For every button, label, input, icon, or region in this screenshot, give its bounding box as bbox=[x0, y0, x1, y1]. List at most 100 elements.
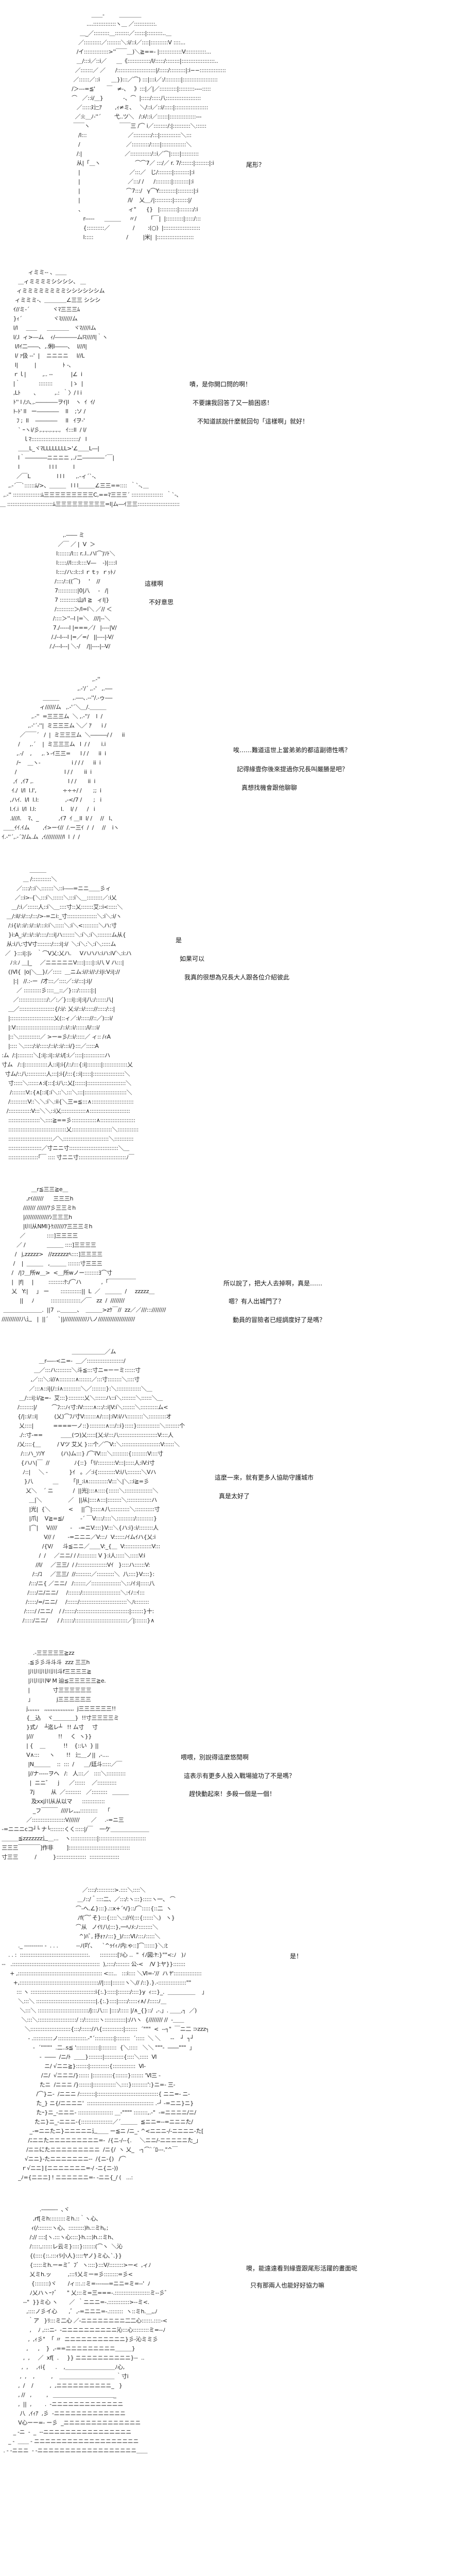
art-line: ＿ィミミミミシシシシ、 ＿ bbox=[0, 278, 86, 285]
art-line: }ｨ´ ヾﾏ//////ム bbox=[0, 315, 78, 322]
art-line: /::::/ニ/ニニ/ /:::::::/:::::::::::::::::::… bbox=[9, 1589, 145, 1596]
art-line: + ,:::::::::::::::::::::::::::::::::::::… bbox=[0, 1970, 202, 1977]
ascii-art-figure: .-三三三三三≧zz .≦彡彡斗斗斗 zzz 三三h |川川川川川斗f三三三三≧… bbox=[0, 1649, 149, 1862]
art-line: /./---l---| ＼-/ /||----|--V/ bbox=[46, 643, 110, 650]
dialogue-line: 這表示有更多人投入戰場搶功了不是嗎？ bbox=[184, 1772, 296, 1780]
art-line: ,rｲ////// 三三三h bbox=[0, 1195, 74, 1202]
art-line: 从|「＿ヽ ⌒⌒7／ :::/／ r. 7/:::::::|::::::::|:… bbox=[62, 160, 214, 166]
art-line: ／:i:＿ﾉ-''´ 弋..ツ＼ /:ﾒ/::i／::::::|::::::::… bbox=[62, 113, 202, 120]
art-line: || ﾉ :::::::::::::::::／￣ zz / //////// bbox=[0, 1297, 125, 1304]
art-line: 、 ィ" {} |::::::::::|::::::::/:i bbox=[62, 206, 198, 213]
dialogue-line: 不知道該說什麼就回句「這樣啊」就好！ bbox=[197, 418, 309, 425]
panel: ,.-'' ,.-'/´ ,.-' ,.-― ＿＿＿ ,.―-､.--''/.-… bbox=[0, 675, 467, 845]
art-line: ,／:::＼:i//∧:::::::::∧:::::::／:::寸:::::::… bbox=[9, 1376, 140, 1383]
ascii-art-figure: ＿＿＿＿＿＿／ム ＿r―--<ニ=- ＿／:::::::::::::::::::… bbox=[9, 1347, 185, 1625]
art-line: .-三三三三三≧zz bbox=[0, 1650, 75, 1656]
art-line: , / / , ,ニニニニニニニニニニ_ } bbox=[0, 2382, 123, 2389]
art-line: /l::: ／::::::::::/:::|::::::::::::＼::: bbox=[62, 132, 192, 139]
art-line: ＿＿＿＿＿＿／ム bbox=[9, 1348, 116, 1355]
art-line: |光| {＼ < ||⌒|:::::∧八:::::::::::＼::::::::… bbox=[9, 1506, 160, 1513]
art-line: 乂::::| ====一ノ::}:::::::::∧:::/::i}:::::}… bbox=[9, 1422, 185, 1429]
art-line: - .:::::::::::ノ::::::::::::::::.-"´:::::… bbox=[0, 2035, 194, 2042]
art-line: ｲ//ミ-´ ヾﾏ三三三ﾑ bbox=[0, 306, 80, 313]
dialogue-line: 這麼一來，就有更多人協助守護城市 bbox=[215, 1474, 314, 1481]
art-line: ＼:::::::::::::::::::::::{:::/::::::/ハ{::… bbox=[0, 2026, 210, 2032]
art-line: , // , , ＿＿＿＿＿＿＿＿＿＿＿_ bbox=[0, 2392, 116, 2398]
art-line: ィミミミ-、＿＿＿＿∠三三 シシシ bbox=[0, 297, 101, 303]
art-line: {:::::ミh.ー=ミ゛ﾌﾞ ヽ::::}:::V/::::::::>ー< ,… bbox=[0, 2262, 151, 2268]
art-line: 7 ::::::::::山/l ≧ ィl|} bbox=[46, 597, 110, 603]
art-line: ／ ::::::::::彡::::＿::／}:::/:::::::|:| bbox=[0, 987, 96, 994]
art-line: . . : ::::::::::::::::::::::::::::::::::… bbox=[0, 1952, 186, 1958]
art-line: r----- ＿＿＿ 〃/ 「￣| |::::::::::|:::::/::: bbox=[62, 215, 201, 222]
art-line: / | ＿＿＿ ,＿＿＿ :::::::寸三三三 bbox=[0, 1260, 102, 1267]
panel: .-――-- ､ヾ ,rf[ミh:::::::::ミh.::｀ヽ心､ ｨ(/::… bbox=[0, 2205, 467, 2458]
art-line: ::: ヽ ::::::::::::::::::::::::::::::::::… bbox=[0, 1989, 207, 1995]
art-line: /::::::::V::{∧[::i[:i＼::＼:::＼:::|:::::::… bbox=[0, 1089, 132, 1096]
art-line: ._ ---------- - . . . --ﾉ(吖、 `^ｩｲｨﾉ内:ゃ::… bbox=[0, 1942, 168, 1949]
art-line: ＿＿- ＿＿＿＿ bbox=[62, 11, 142, 18]
art-line: l::::/ハ::l:::l ｒｔｯ ｒｯﾄﾉ bbox=[46, 569, 116, 575]
art-line: ／￣L l l l ,.-ィ´`-､ bbox=[0, 473, 97, 480]
art-line: /{V/ 斗≦ニニ／＿＿V:_{＿ V::::::::::::::::V::: bbox=[9, 1543, 161, 1550]
art-line: _フ￣￣￣ ////レ,,,,:::::::::: ｢ bbox=[0, 1807, 110, 1814]
art-line: V// / -=ニニニ／V:::ﾉ V::::::ﾉｲムｲハ{乂:i bbox=[9, 1534, 156, 1540]
art-line: た_} ニ{/ニニニニ' :::::::::::::::::::::::::::… bbox=[0, 2100, 194, 2107]
art-line: /::::＞''--l |=＼ ///|--＼ bbox=[46, 615, 110, 622]
art-line: ⌒ ／::i/＿} -、⌒ |:::::/:::::八:::::::::::::… bbox=[62, 95, 201, 101]
art-line: 寸:::::＼::::::∧:i[:::[:i八::乂[::::::|:::::… bbox=[0, 1080, 131, 1087]
art-line: ｨ(/::::::::ヽ心、:::::::::)h.::ミh｡; bbox=[0, 2225, 109, 2231]
art-line: ,.-'' ::::::::::::::::ﾑ三三三三三三三三三C,==ﾏ三三三… bbox=[0, 492, 179, 498]
art-line: - ´'''''''' .二..s≦ ':::::::::::::|::::::… bbox=[0, 2044, 195, 2051]
art-line: 乂ミh.ッ ,:::ﾘ乂ミー=彡::::::::=彡< bbox=[0, 2271, 133, 2278]
art-line: ＿/:::i／::i／ ＿《:::::::::::::/l/:::::/::::… bbox=[62, 58, 218, 64]
art-line: ／ }:::i|:|ﾚ ｀⌒V乂:乂ハ. Vハハハ:iハ:iV＼:i:ハ bbox=[0, 950, 132, 957]
art-line: /::::::::::V::＼＼:i＼:ii{＼三=≦:::∧:::::::::… bbox=[0, 1098, 134, 1105]
art-line: ＿/:i／::::::人::i＼＿::::寸::乂:::::::艾::i<:::… bbox=[0, 904, 123, 910]
art-line: l| | ﾄ -､ bbox=[0, 362, 72, 368]
art-line: ,::::ノ彡イ心 ,ﾞ ,-=ニニニ=-.:::::::: ヽ::ミh.＿,,… bbox=[0, 2308, 158, 2315]
dialogue-line: 只有那兩人也能好好協力嘛 bbox=[250, 2282, 325, 2289]
art-line: l/lｲ二――､ ,.俐l――-､ l///l| bbox=[0, 343, 87, 350]
art-line: l｀――――ニニニニ ,.ﾉ二――――´￣| bbox=[0, 454, 114, 461]
art-line: ....:::::::::::::ヽ＿ ／::::::::::::. bbox=[62, 21, 157, 27]
dialogue-line: 噢，能遠遠看到緣壹跟尾形活躍的畫面呢 bbox=[246, 2265, 358, 2272]
art-line: {ハハ|￣ // ﾉ{::} ｢ﾘ/::::::::::V:::|:::::人:… bbox=[9, 1460, 155, 1466]
art-line: 寸三三 / }::::::::::::::::: :::::::::::::::… bbox=[0, 1854, 119, 1860]
art-line: ()Ⅵ{ |o|＼＿}/／::::: ＿ニム:i//:i//:/:i|i:V:i… bbox=[0, 969, 120, 975]
art-line: ⌒从 ノｲﾘ八(:::},一ﾍﾉﾒ:ﾉ::::::::＼ bbox=[0, 1924, 158, 1930]
art-line: ＿＿L_ヾﾏLLLLLLLL>'∠＿＿L―| bbox=[0, 445, 99, 452]
art-line: ＿＿＿＿＿＿＿. ||7 ,.＿＿＿、 ＿＿＿>zｹ￣// zz／／///:::… bbox=[0, 1307, 166, 1313]
art-line: ＿＿＿≦zzzzzzz辶＿... ヽ:::::::::::::::|::::::… bbox=[0, 1835, 146, 1842]
art-line: /ニ/ √ニニニ/}:::::: |:::::::::::{:::::::}::… bbox=[0, 2072, 161, 2079]
art-line: _-=ニニたニ}ニニニニニ辶＿＿ ー≦ニ /ニ_- ^<ニニニ-/-ニニニニ-た… bbox=[0, 2128, 204, 2134]
art-line: ／:::::::／ ／ /::::::::::::::::::::::|/:::… bbox=[62, 67, 226, 74]
art-line: }八 ＿ ｢|l_:i∧:::::::::::V:::＼|＼::i≧=彡 bbox=[9, 1478, 149, 1485]
panel: ＿＿＿ ＿ /:::::::::::＼ ／::::/::i＼:::::::＼::… bbox=[0, 866, 467, 1164]
art-line: ＿/:il/:i/:::/:::/>-=ニi:_寸:::::::::::::::… bbox=[0, 913, 122, 920]
art-line: / /|ﾌ＿所w＿> <＿所wノー::::::::ﾖ⌒寸 bbox=[0, 1269, 112, 1276]
panel: ／::::/::::::::::>.::::＼::::＼ ＿ﾉ::/＾::::二… bbox=[0, 1886, 467, 2184]
art-line: ＿ ::::::::::::::::::::::::::ﾑ三三三三三三三三三=l… bbox=[0, 501, 180, 507]
art-line: ＿／::::::::::::::::::::{/:i/: 乂:i/::i/:::… bbox=[0, 1006, 115, 1012]
art-line: | ⌒7:::/ γ⌒Y::::::::::|:::::::::|:i bbox=[62, 188, 199, 194]
art-line: -- .::::::::::::::::::::::::::::::::::::… bbox=[0, 1961, 185, 1968]
art-line: .-――-- ､ヾ bbox=[0, 2206, 70, 2213]
art-line: _ - ＿＿ - ニニニニニニニニニニニニニニニニニニニ bbox=[0, 2438, 139, 2445]
art-line: , ﾉ ,:::ニ- -ニニニニニニニニニニ沁:::心:::::::::ミ=--… bbox=[0, 2327, 166, 2333]
art-line: ｌﾏ:::::::::::::::::::::::::::/ l bbox=[0, 436, 87, 443]
art-line: ` ｰヽi/彡,.,.,.,.,.,., ｲ:::ll / l/ bbox=[0, 427, 87, 433]
art-line: ,ｲ ,ｲ7 ,. l / / ii i bbox=[0, 778, 96, 785]
art-line: / / ／ニニ/ / /:::::::::: V }:i人:::::＼:::::… bbox=[9, 1552, 146, 1559]
ascii-art-figure: ,.―― ミ ／￣ ／ | V ＞ l:::::::/l::: r..l..ハl… bbox=[46, 531, 117, 651]
art-line: 7j 从 ／::::::::: ／::::::::: ＿＿＿ bbox=[0, 1789, 129, 1795]
art-line: ,.-´￣`::::::ﾑ/>、＿＿＿ l l l＿＿＿∠三三==:::: ｀`… bbox=[0, 482, 149, 489]
art-line: |｀ :::::::: |ゝ | bbox=[0, 380, 83, 387]
panel: ＿r≦三三≧e＿ ,rｲ////// 三三三h /////// //////ｱ彡… bbox=[0, 1185, 467, 1327]
dialogue-line: 是！ bbox=[290, 1953, 303, 1960]
art-line: --" }}ミ心 ヽ ／ ｀ニニニ=-.::::::::::::>--ミ<. bbox=[0, 2299, 149, 2306]
art-line: , ,ｨ彡" 「 〃 ニニニニニニニニニニニ}彡-沁ミミ彡 bbox=[0, 2336, 158, 2343]
art-line: ／::::/::i＼:::::::＼::i--―=ニニ＿＿彡ィ bbox=[0, 885, 111, 892]
art-line: 乂＼ ´ ニ / ||光|:::∧::::{::::::＼:::::::::::… bbox=[9, 1487, 158, 1494]
art-line: |:V::::::::::::::::::::::::::/::i/::i/::… bbox=[0, 1024, 100, 1031]
